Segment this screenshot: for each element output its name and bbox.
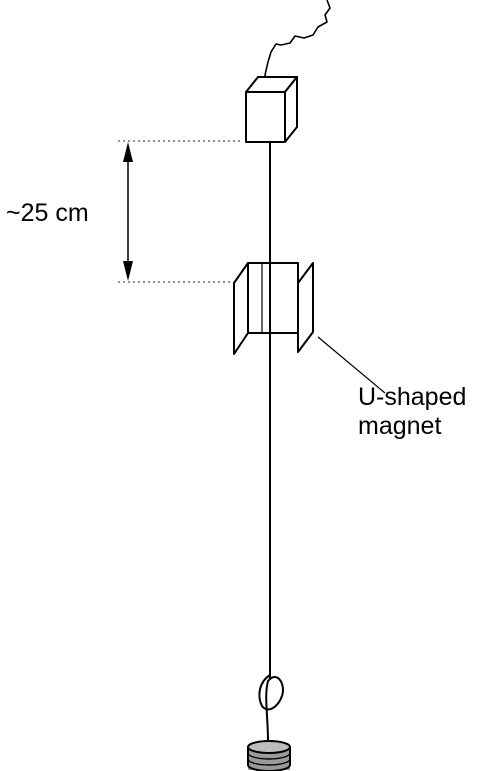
distance-label: ~25 cm xyxy=(6,199,89,227)
u-shaped-magnet xyxy=(233,262,314,355)
magnet-leader-line xyxy=(317,336,386,394)
hook xyxy=(258,674,284,743)
magnet-label: U-shaped magnet xyxy=(358,383,466,441)
suspension-block xyxy=(245,76,298,143)
supply-wire xyxy=(264,0,331,83)
magnet-label-line2: magnet xyxy=(358,411,442,440)
magnet-label-line1: U-shaped xyxy=(358,383,467,411)
distance-arrow xyxy=(123,142,133,281)
hanging-weight xyxy=(247,740,291,771)
